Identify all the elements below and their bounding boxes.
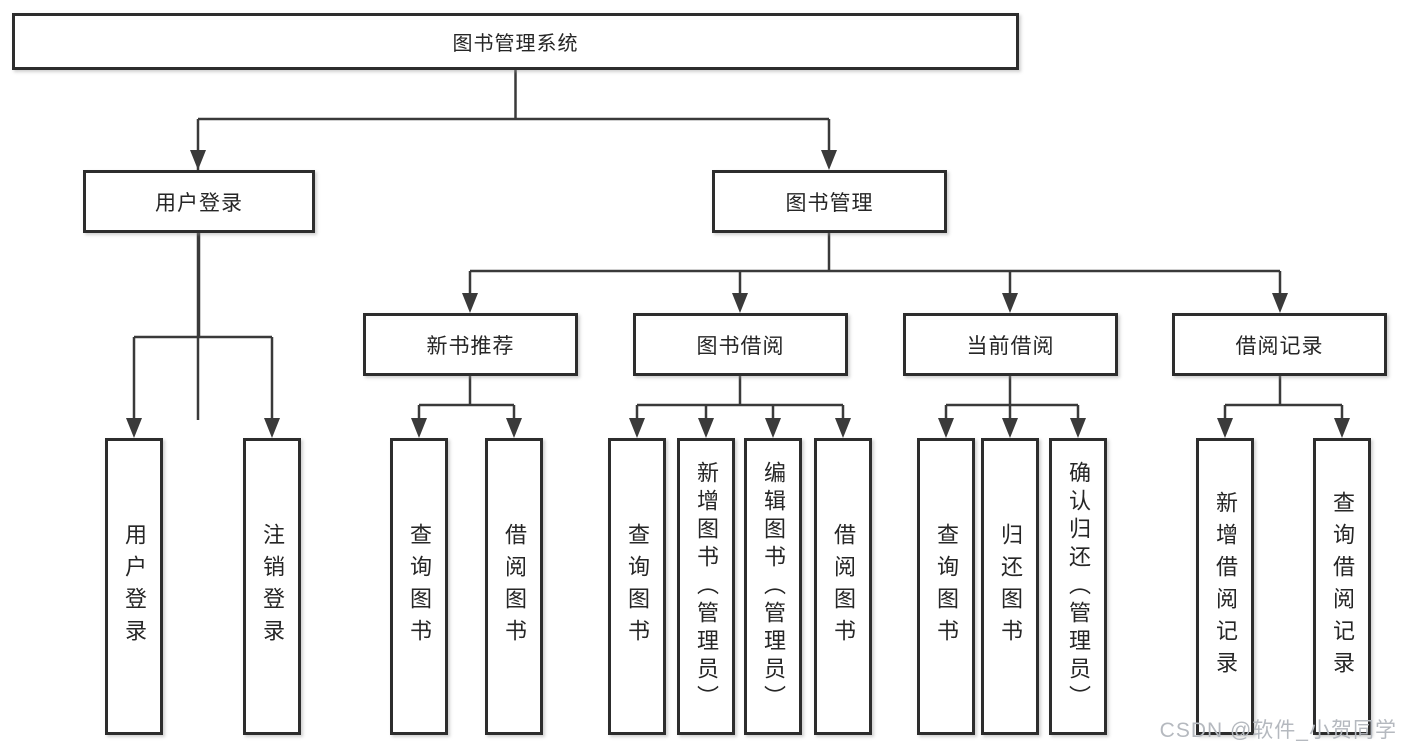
leaf-confirm-return-admin: 确认归还（管理员） (1049, 438, 1107, 735)
node-label: 图书借阅 (696, 334, 785, 358)
leaf-label: 新增图书（管理员） (694, 460, 719, 713)
leaf-add-borrow-record: 新增借阅记录 (1196, 438, 1254, 735)
leaf-label: 借阅图书 (502, 522, 527, 651)
leaf-label: 查询图书 (407, 522, 432, 651)
node-label: 新书推荐 (426, 334, 515, 358)
leaf-label: 注销登录 (260, 522, 285, 651)
leaf-label: 查询借阅记录 (1330, 490, 1355, 683)
leaf-user-login: 用户登录 (105, 438, 163, 735)
leaf-borrow-query-books: 查询图书 (608, 438, 666, 735)
leaf-label: 确认归还（管理员） (1066, 460, 1091, 713)
node-label: 图书管理系统 (452, 33, 579, 55)
node-book-borrowing: 图书借阅 (633, 313, 848, 376)
leaf-borrow-borrow-books: 借阅图书 (814, 438, 872, 735)
leaf-recommend-borrow-books: 借阅图书 (485, 438, 543, 735)
leaf-label: 借阅图书 (831, 522, 856, 651)
edge-arrowheads (126, 150, 1350, 438)
node-label: 图书管理 (785, 191, 874, 215)
csdn-watermark: CSDN @软件_小贺同学 (1159, 719, 1397, 742)
node-borrowing-records: 借阅记录 (1172, 313, 1387, 376)
leaf-label: 归还图书 (998, 522, 1023, 651)
node-label: 借阅记录 (1235, 334, 1324, 358)
node-library-management-system: 图书管理系统 (12, 13, 1019, 70)
leaf-label: 用户登录 (122, 522, 147, 651)
leaf-label: 查询图书 (934, 522, 959, 651)
node-new-book-recommend: 新书推荐 (363, 313, 578, 376)
node-label: 用户登录 (155, 191, 243, 215)
leaf-logout: 注销登录 (243, 438, 301, 735)
node-book-management: 图书管理 (712, 170, 947, 233)
leaf-current-query-books: 查询图书 (917, 438, 975, 735)
leaf-add-book-admin: 新增图书（管理员） (677, 438, 735, 735)
leaf-recommend-query-books: 查询图书 (390, 438, 448, 735)
leaf-label: 查询图书 (625, 522, 650, 651)
leaf-query-borrow-record: 查询借阅记录 (1313, 438, 1371, 735)
leaf-return-books: 归还图书 (981, 438, 1039, 735)
node-user-login: 用户登录 (83, 170, 315, 233)
node-current-borrowing: 当前借阅 (903, 313, 1118, 376)
node-label: 当前借阅 (966, 334, 1055, 358)
leaf-label: 编辑图书（管理员） (761, 460, 786, 713)
leaf-label: 新增借阅记录 (1213, 490, 1238, 683)
leaf-edit-book-admin: 编辑图书（管理员） (744, 438, 802, 735)
